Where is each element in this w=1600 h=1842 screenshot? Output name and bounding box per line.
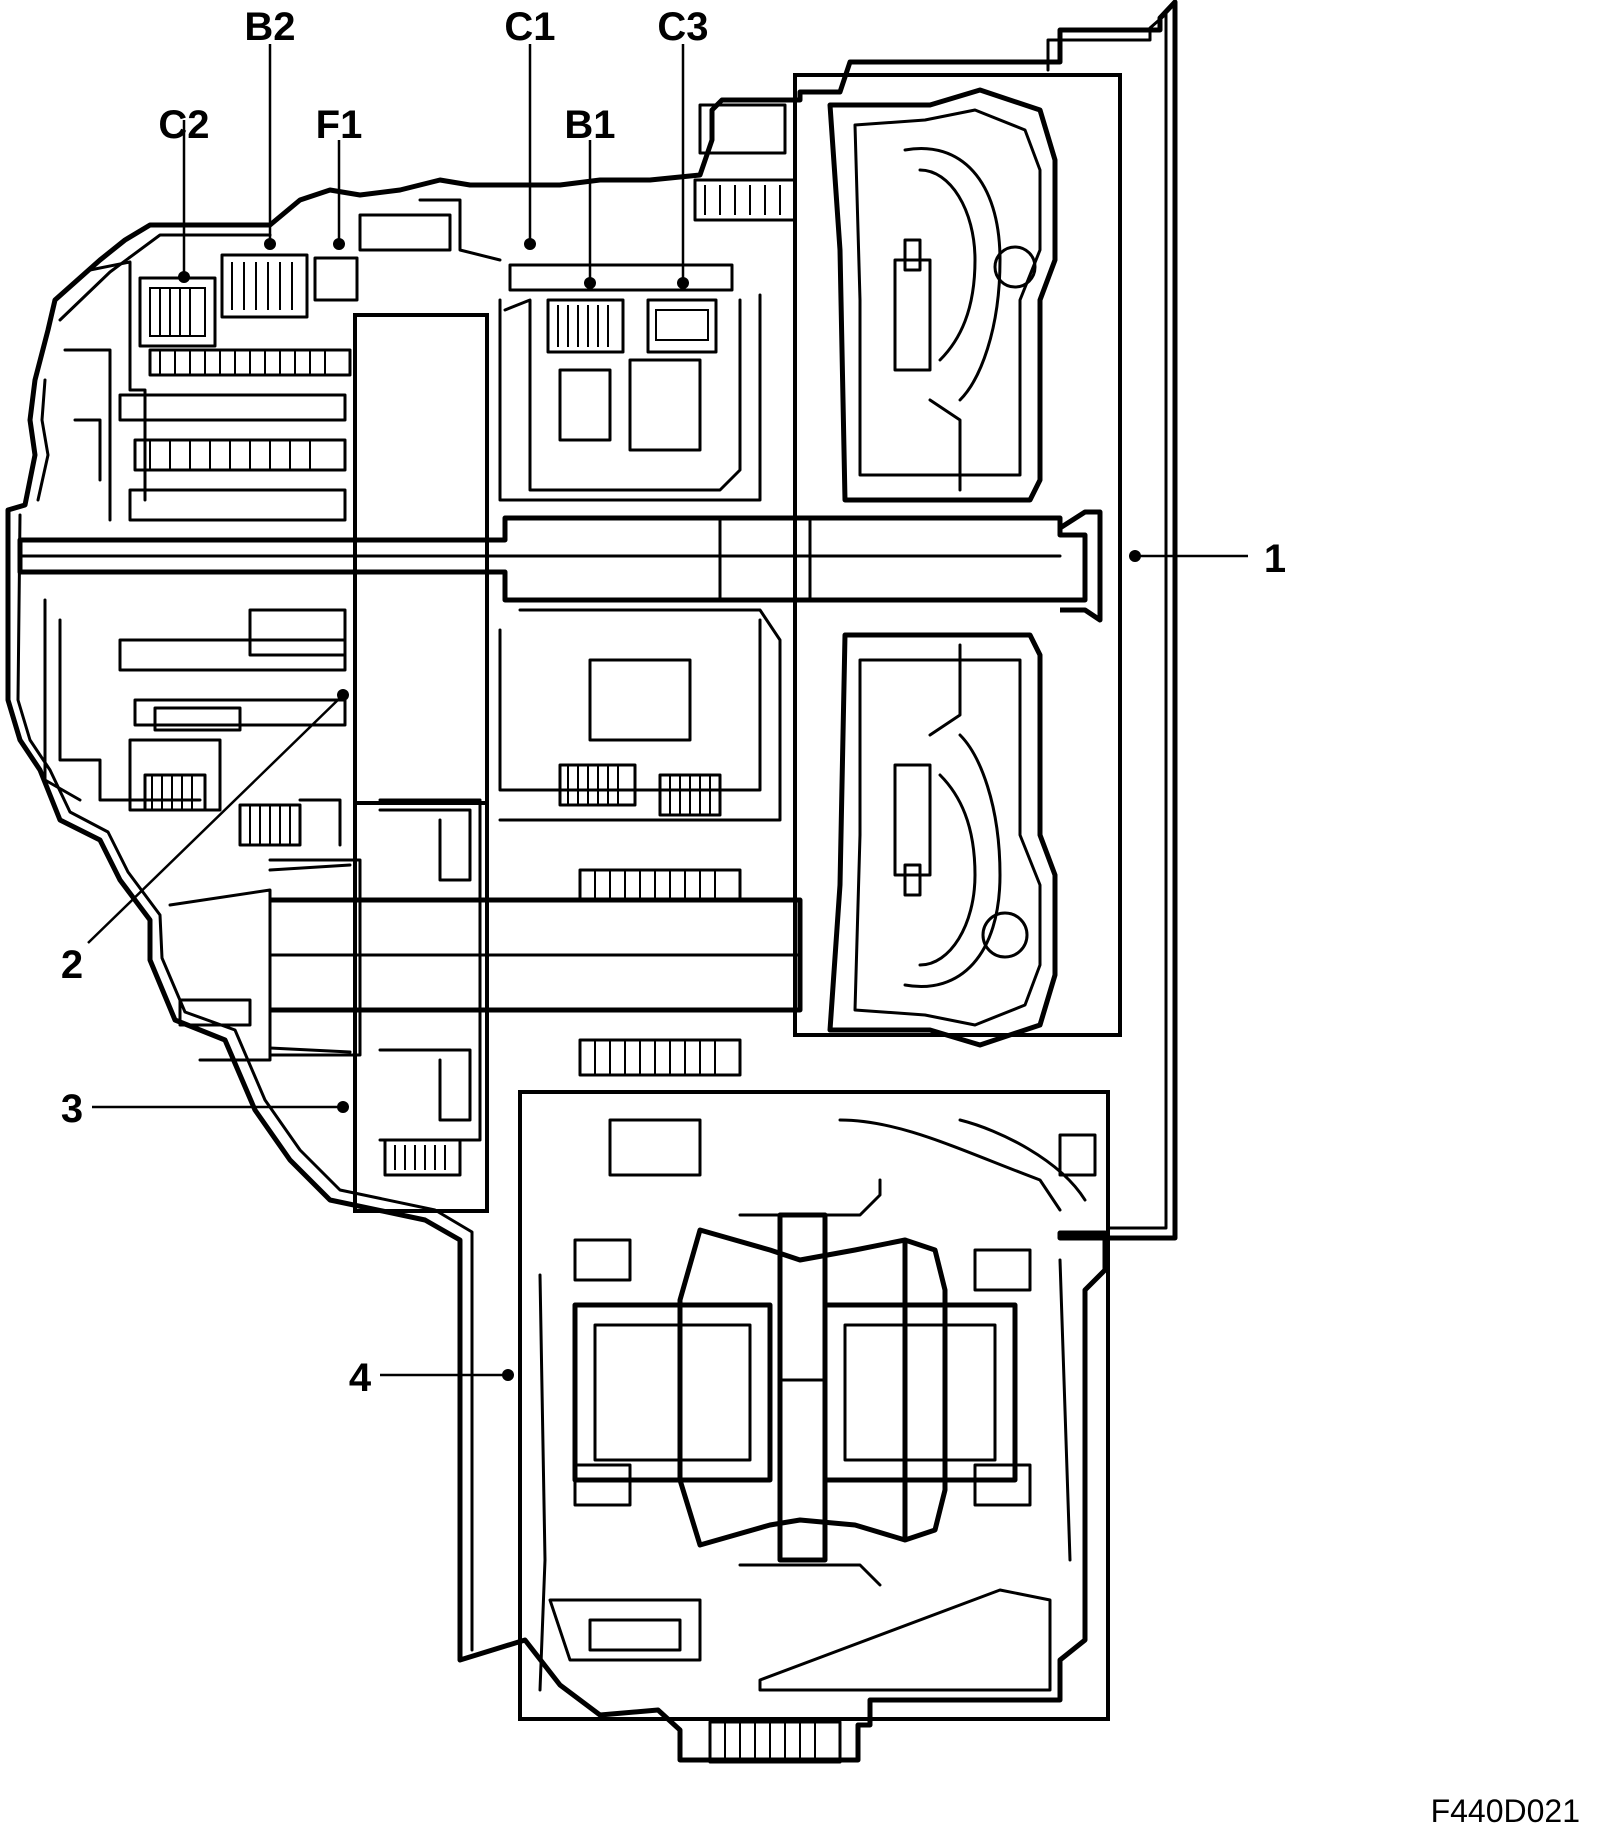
- differential-area: [538, 1118, 1097, 1764]
- group-box-2: [353, 313, 489, 805]
- label-b1: B1: [564, 103, 615, 147]
- label-f1: F1: [316, 103, 363, 147]
- component-labels: C2 B2 F1 C1 B1 C3: [158, 5, 708, 147]
- label-c2: C2: [158, 103, 209, 147]
- callout-4: 4: [349, 1356, 372, 1400]
- group-box-3: [353, 801, 489, 1213]
- label-leaders: [87, 44, 1248, 1381]
- planetary-gear-area: [43, 253, 359, 847]
- label-c3: C3: [657, 5, 708, 49]
- torque-converter-area: [827, 87, 1058, 1048]
- callout-1: 1: [1264, 537, 1286, 581]
- input-shaft: [17, 509, 1103, 623]
- figure-code: F440D021: [1431, 1793, 1580, 1829]
- label-b2: B2: [244, 5, 295, 49]
- clutch-drum-area: [358, 103, 797, 822]
- countershaft-area: [168, 798, 803, 1177]
- callout-2: 2: [61, 943, 83, 987]
- label-c1: C1: [504, 5, 555, 49]
- group-boxes: [353, 73, 1122, 1721]
- callout-3: 3: [61, 1087, 83, 1131]
- group-box-4: [518, 1090, 1110, 1721]
- group-box-1: [793, 73, 1122, 1037]
- callout-numbers: 1 2 3 4: [61, 537, 1286, 1400]
